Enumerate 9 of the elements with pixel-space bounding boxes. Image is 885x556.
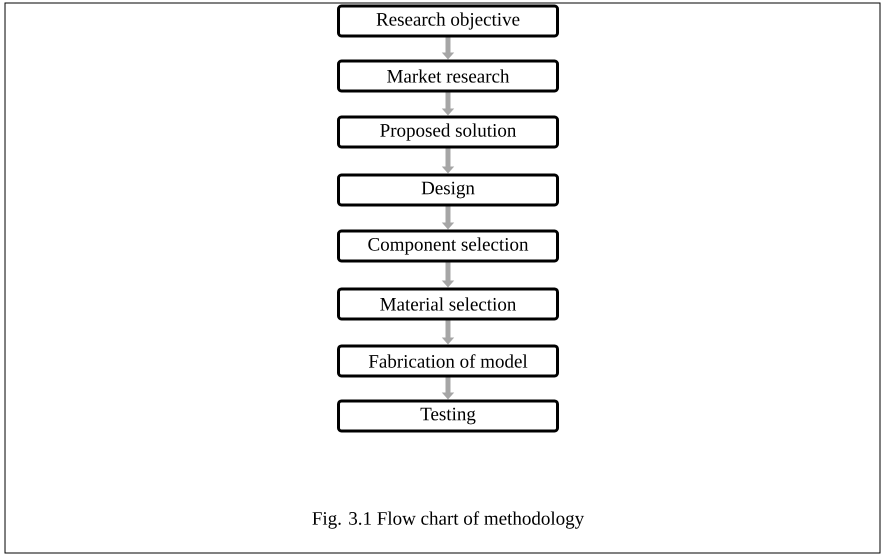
process-box: Component selection bbox=[337, 230, 559, 262]
process-box: Market research bbox=[337, 60, 559, 92]
process-box: Proposed solution bbox=[337, 116, 559, 148]
process-box: Testing bbox=[337, 400, 559, 432]
process-box: Fabrication of model bbox=[337, 344, 559, 378]
process-box: Design bbox=[337, 174, 559, 206]
process-box: Material selection bbox=[337, 288, 559, 320]
caption: Fig. 3.1 Flow chart of methodology bbox=[312, 511, 584, 529]
process-box: Research objective bbox=[337, 4, 559, 38]
